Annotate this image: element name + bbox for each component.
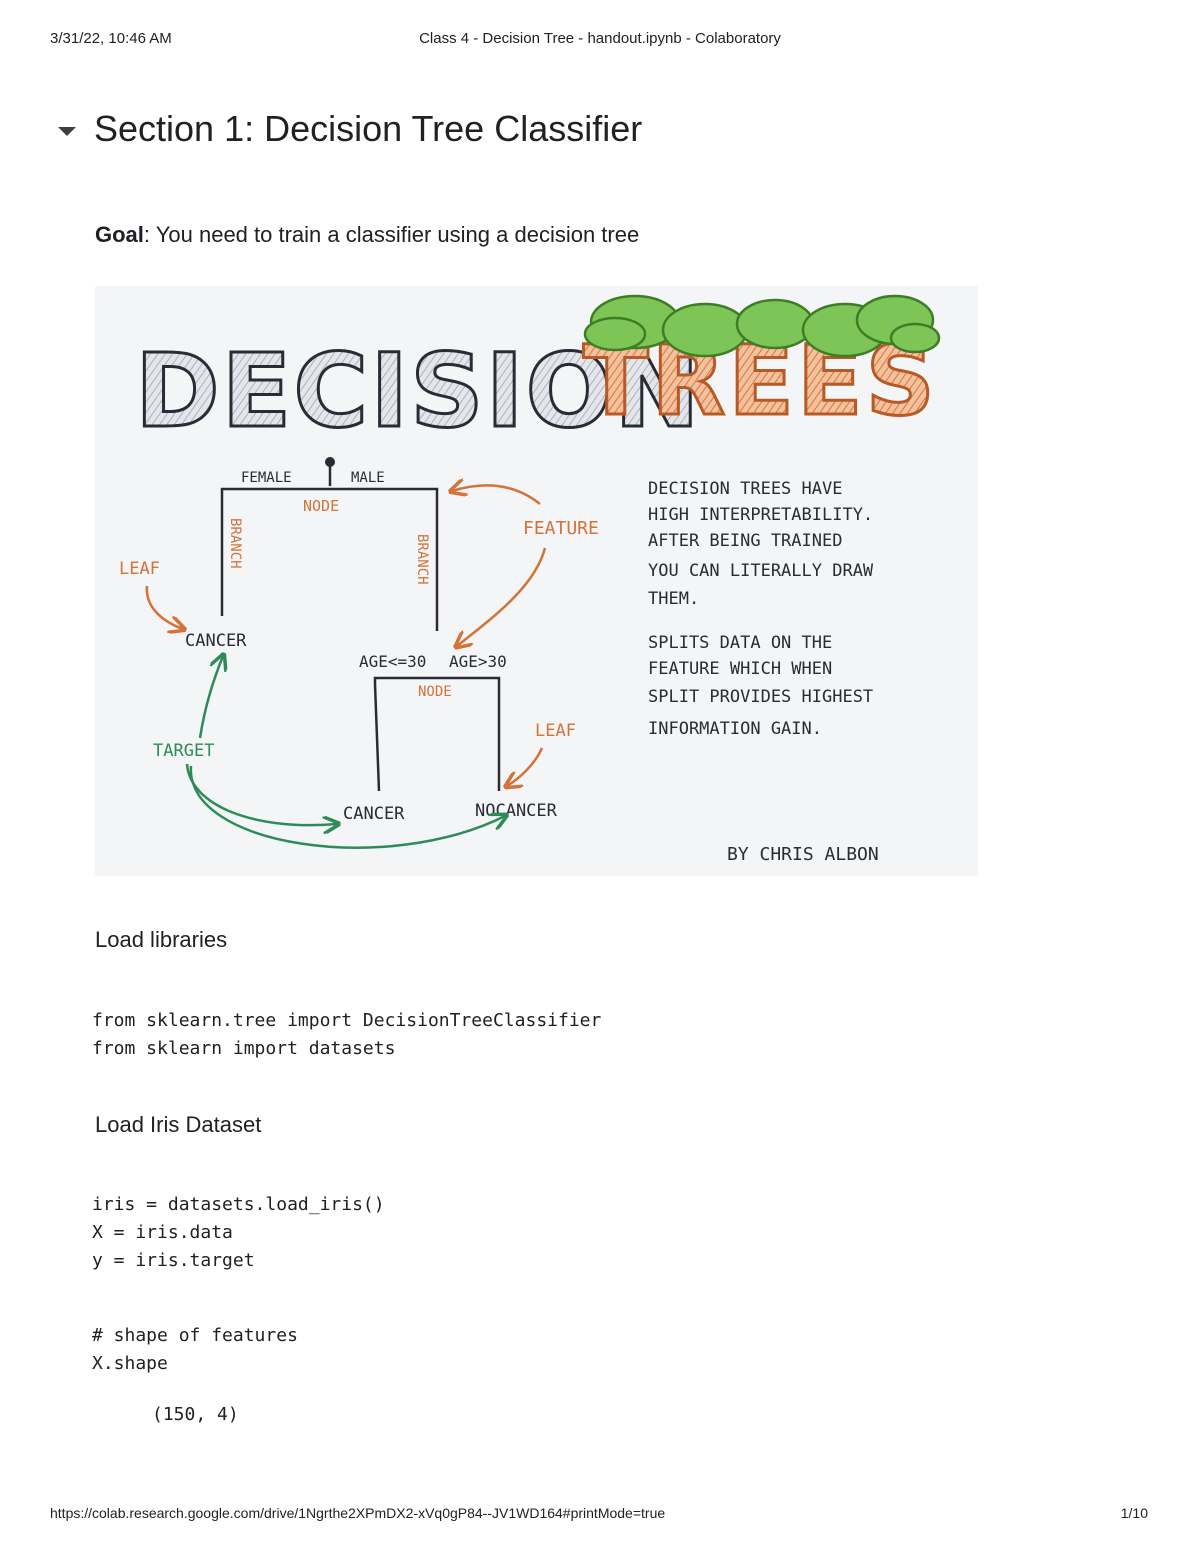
note-line: AFTER BEING TRAINED <box>648 531 842 551</box>
code-line: from sklearn import datasets <box>92 1038 396 1059</box>
label-leaf-right: LEAF <box>535 721 576 741</box>
markdown-load-libraries: Load libraries <box>95 927 228 952</box>
caret-down-icon[interactable] <box>58 126 76 136</box>
note-line: DECISION TREES HAVE <box>648 479 842 499</box>
print-url: https://colab.research.google.com/drive/… <box>50 1505 666 1521</box>
label-age-gt-30: AGE>30 <box>449 652 507 671</box>
section-heading: Section 1: Decision Tree Classifier <box>58 108 642 150</box>
code-line: X.shape <box>92 1353 168 1374</box>
code-line: # shape of features <box>92 1325 298 1346</box>
label-cancer-top: CANCER <box>185 631 247 651</box>
green-arrows <box>185 656 505 849</box>
illustration-svg: DECISION TREES FEMALE MALE NODE BRANCH B… <box>119 294 941 865</box>
figure-credit: BY CHRIS ALBON <box>727 844 879 865</box>
note-line: THEM. <box>648 589 699 609</box>
code-line: iris = datasets.load_iris() <box>92 1194 385 1215</box>
note-line: YOU CAN LITERALLY DRAW <box>648 561 874 581</box>
label-cancer-bottom: CANCER <box>343 804 405 824</box>
code-cell-imports[interactable]: from sklearn.tree import DecisionTreeCla… <box>92 1007 601 1063</box>
code-cell-load-iris[interactable]: iris = datasets.load_iris() X = iris.data… <box>92 1191 385 1275</box>
label-age-le-30: AGE<=30 <box>359 652 426 671</box>
label-leaf-left: LEAF <box>119 559 160 579</box>
label-nocancer: NOCANCER <box>475 801 558 821</box>
label-branch-right: BRANCH <box>414 534 430 585</box>
decision-trees-illustration: DECISION TREES FEMALE MALE NODE BRANCH B… <box>95 286 978 876</box>
root-node-dot-icon <box>325 457 335 467</box>
note-line: SPLIT PROVIDES HIGHEST <box>648 687 873 707</box>
label-node-top: NODE <box>303 497 339 515</box>
label-branch-left: BRANCH <box>227 518 243 569</box>
note-line: SPLITS DATA ON THE <box>648 633 832 653</box>
code-line: y = iris.target <box>92 1250 255 1271</box>
goal-description: : You need to train a classifier using a… <box>143 222 640 247</box>
print-page-number: 1/10 <box>1120 1505 1148 1521</box>
code-line: X = iris.data <box>92 1222 233 1243</box>
label-female: FEMALE <box>241 470 292 486</box>
print-document-title: Class 4 - Decision Tree - handout.ipynb … <box>419 30 781 47</box>
note-line: HIGH INTERPRETABILITY. <box>648 505 873 525</box>
print-datetime: 3/31/22, 10:46 AM <box>50 30 172 47</box>
tree-diagram-lines <box>220 461 501 792</box>
goal-label: Goal <box>95 222 144 247</box>
orange-arrows <box>145 485 547 786</box>
code-line: from sklearn.tree import DecisionTreeCla… <box>92 1010 602 1031</box>
section-title: Section 1: Decision Tree Classifier <box>94 108 643 149</box>
tree-canopy-icon <box>583 294 941 358</box>
label-feature: FEATURE <box>523 518 599 539</box>
figure-title-decision: DECISION <box>135 332 702 451</box>
markdown-load-iris: Load Iris Dataset <box>95 1112 262 1137</box>
label-target: TARGET <box>153 741 214 761</box>
label-male: MALE <box>351 470 385 486</box>
label-node-mid: NODE <box>418 684 452 700</box>
cell-output: (150, 4) <box>152 1404 239 1425</box>
note-line: INFORMATION GAIN. <box>648 719 822 739</box>
note-line: FEATURE WHICH WHEN <box>648 659 832 679</box>
goal-text: Goal: You need to train a classifier usi… <box>95 222 639 248</box>
